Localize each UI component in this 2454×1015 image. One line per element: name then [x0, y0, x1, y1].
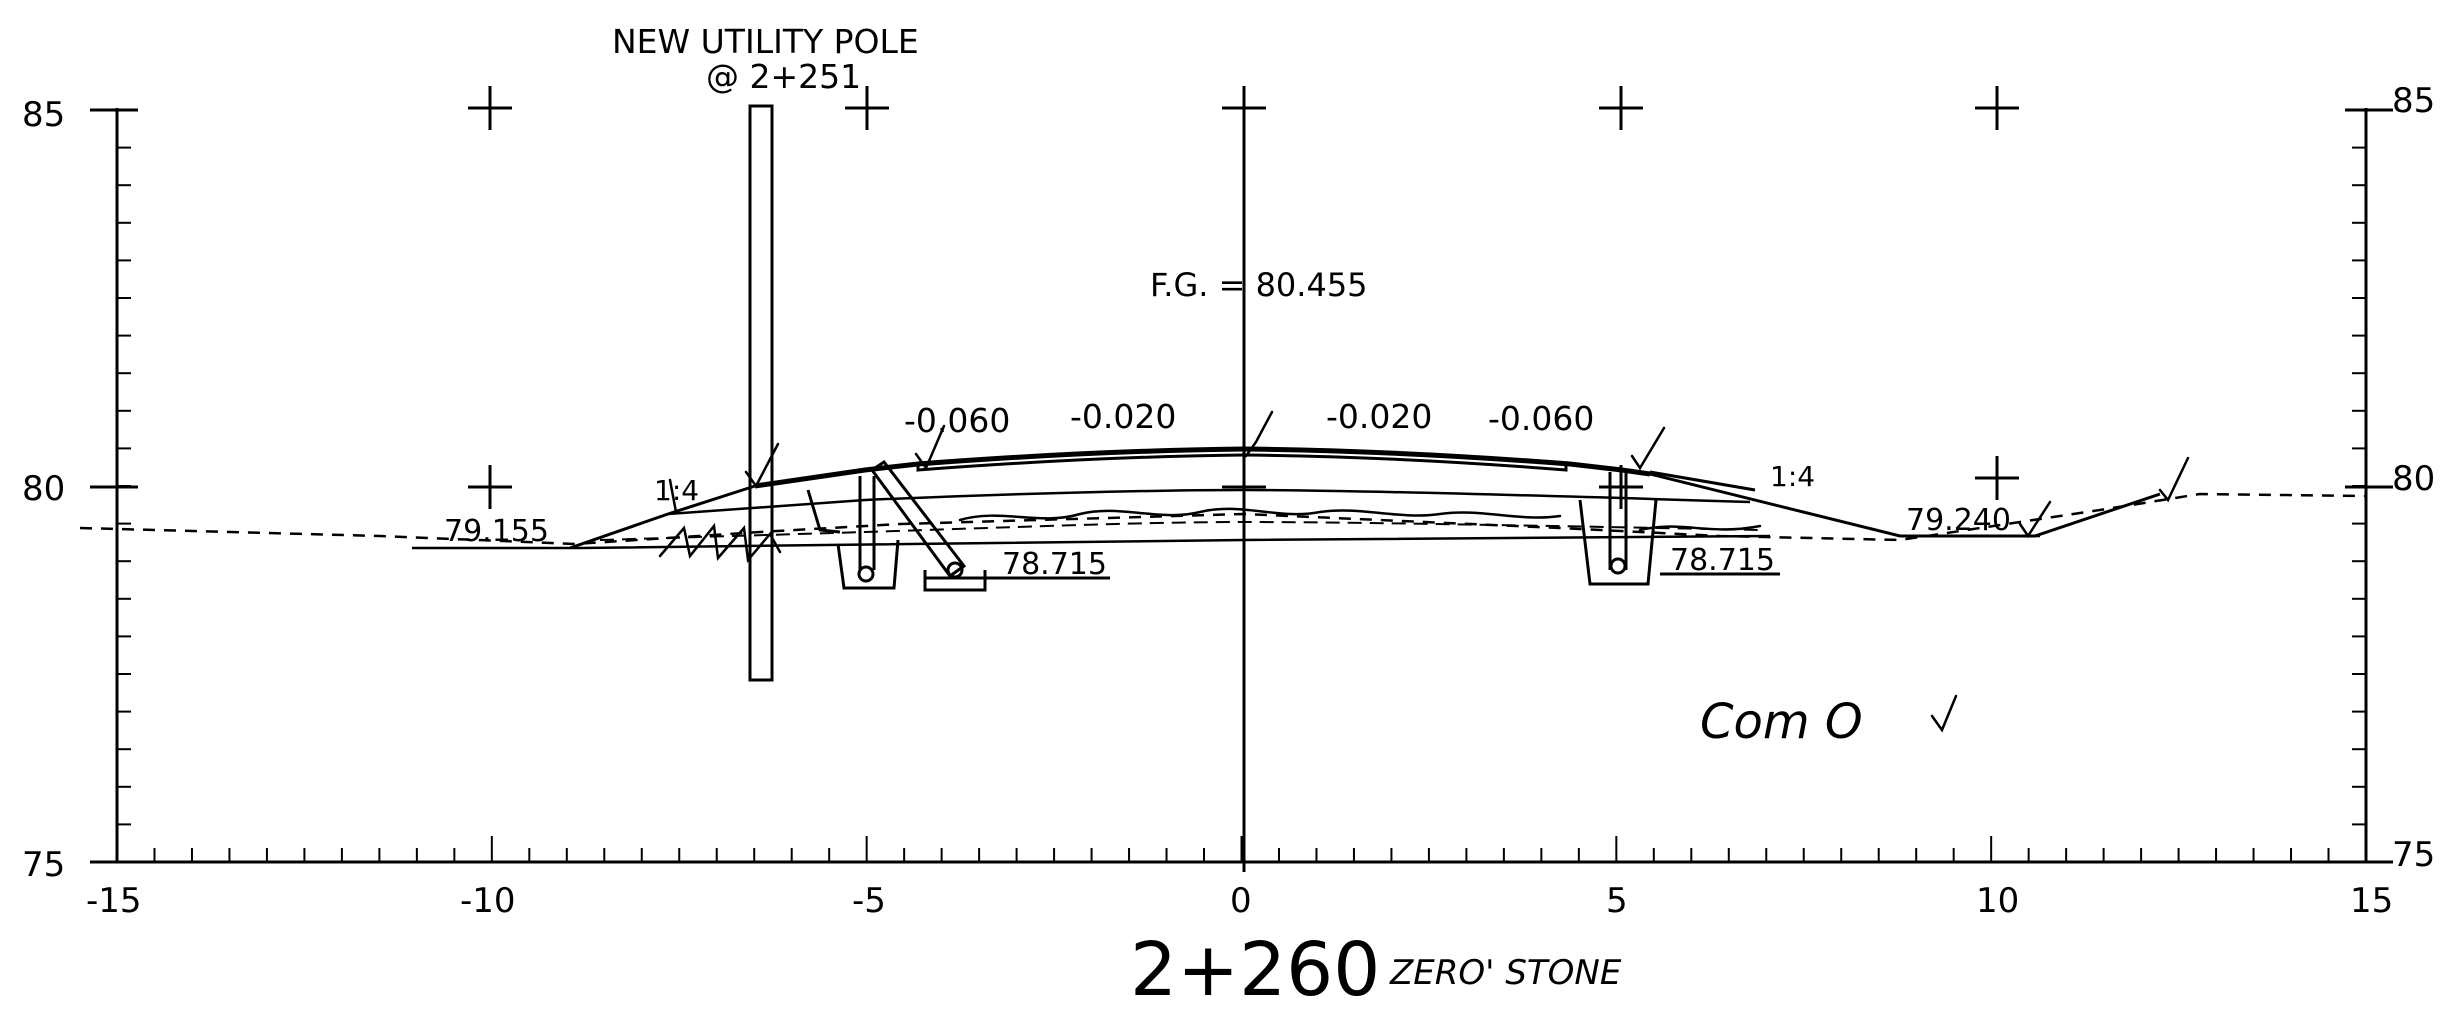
y-right-label-75: 75 [2392, 835, 2435, 875]
slope-right-outer: -0.060 [1488, 399, 1594, 438]
elev-right-toe: 79.240 [1906, 503, 2011, 538]
slope-right-inner: -0.020 [1326, 397, 1432, 436]
subbase-layer [599, 520, 1761, 541]
finished-grade-label: F.G. = 80.455 [1150, 266, 1368, 304]
handwritten-note: Com O [1700, 694, 1863, 750]
side-slope-left [569, 484, 756, 550]
pole-label-line2: @ 2+251 [706, 57, 861, 96]
slope-flag-left [806, 489, 841, 534]
y-left-label-75: 75 [22, 845, 65, 885]
elev-left-toe: 79.155 [444, 514, 549, 549]
y-right-label-80: 80 [2392, 459, 2435, 499]
slope-left-outer: -0.060 [904, 401, 1010, 440]
x-label-minus5: -5 [852, 881, 886, 921]
left-ditch [836, 539, 900, 590]
side-slope-right [1649, 472, 2161, 538]
grid-cross [468, 86, 512, 130]
left-ditch-box [923, 570, 987, 592]
left-drain-cap [857, 565, 875, 583]
station-label: 2+260 [1130, 927, 1380, 1013]
minor-ticks [116, 109, 2367, 863]
finished-grade-surface [754, 446, 1651, 489]
grid-cross [1975, 86, 2019, 130]
grid-cross [468, 465, 512, 509]
right-ditch [1578, 499, 1658, 586]
slope-left-inner: -0.020 [1070, 397, 1176, 436]
grid-cross [1975, 456, 2019, 500]
pavement-top-left [916, 453, 1245, 472]
check-mark [2018, 500, 2052, 539]
subgrade-line [579, 534, 1771, 550]
x-label-0: 0 [1230, 881, 1252, 921]
grid-cross [845, 86, 889, 130]
x-label-15: 15 [2350, 881, 2393, 921]
check-mark [2158, 456, 2190, 503]
mark-arrow-left [668, 478, 678, 514]
hatch-left [658, 522, 782, 563]
side-slope-right-label: 1:4 [1770, 460, 1815, 493]
utility-pole [748, 104, 774, 682]
ditches [806, 459, 1780, 592]
pavement-top-right [1243, 453, 1568, 472]
station-note: ZERO' STONE [1389, 953, 1622, 993]
check-mark [1244, 410, 1274, 458]
x-label-minus15: -15 [86, 881, 142, 921]
hand-markup [658, 410, 2190, 733]
check-mark [744, 442, 780, 489]
check-mark [914, 424, 946, 471]
axis-frame [90, 108, 2393, 864]
grid-cross [1599, 86, 1643, 130]
x-label-5: 5 [1606, 881, 1628, 921]
elev-right-ditch: 78.715 [1670, 543, 1775, 578]
grid-crosses [468, 86, 2019, 509]
slope-flag-right [1649, 470, 1756, 492]
hatch-center [958, 507, 1562, 522]
y-left-label-85: 85 [22, 95, 65, 135]
x-label-minus10: -10 [460, 881, 516, 921]
elev-left-ditch: 78.715 [1002, 547, 1107, 582]
right-drain-cap [1609, 557, 1627, 575]
side-slope-left-label: 1:4 [654, 474, 699, 507]
check-mark [1630, 426, 1666, 471]
check-mark [1930, 694, 1958, 733]
pole-label-line1: NEW UTILITY POLE [612, 22, 919, 61]
road-section [412, 446, 2161, 550]
x-label-10: 10 [1976, 881, 2019, 921]
y-right-label-85: 85 [2392, 81, 2435, 121]
base-layer [667, 488, 1751, 516]
y-left-label-80: 80 [22, 469, 65, 509]
hatch-right [1638, 524, 1762, 532]
left-pipe-diagonal [869, 459, 967, 579]
